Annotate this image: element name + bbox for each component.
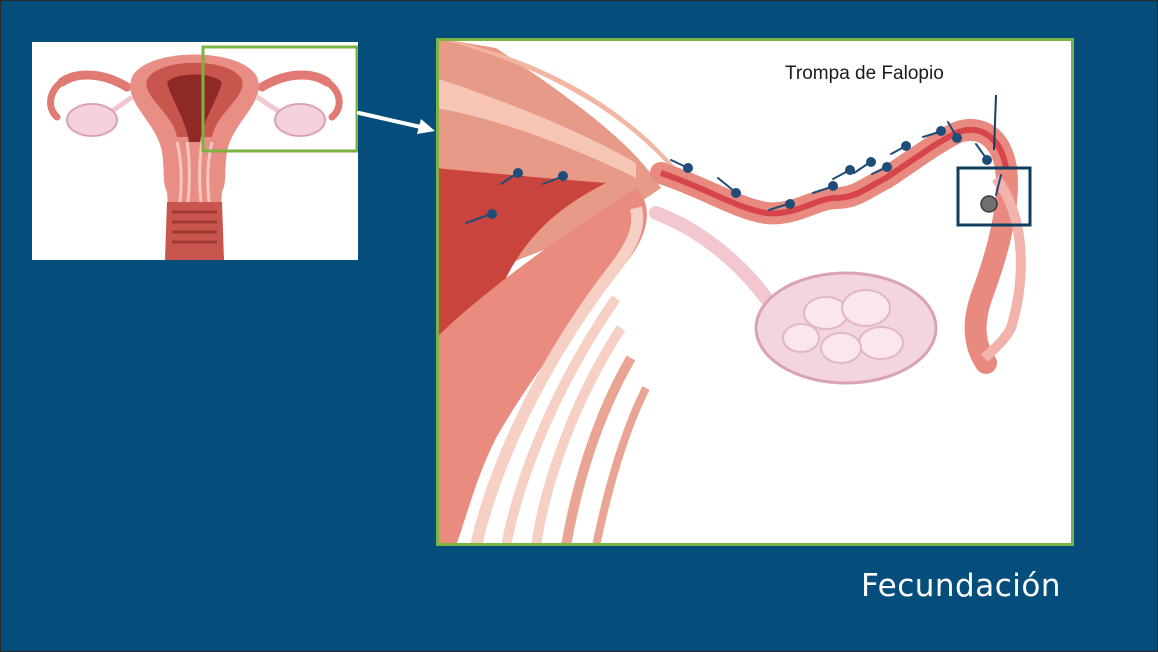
fallopian-tube-label: Trompa de Falopio	[785, 63, 944, 85]
fallopian-tube-detail-image	[436, 38, 1074, 546]
arrow-right-icon	[357, 109, 439, 135]
uterus-overview-image	[32, 42, 358, 260]
egg-cell	[981, 196, 997, 212]
fallopian-tube-illustration	[436, 38, 1074, 546]
uterus-overview-illustration	[32, 42, 358, 260]
slide-caption: Fecundación	[861, 568, 1061, 604]
